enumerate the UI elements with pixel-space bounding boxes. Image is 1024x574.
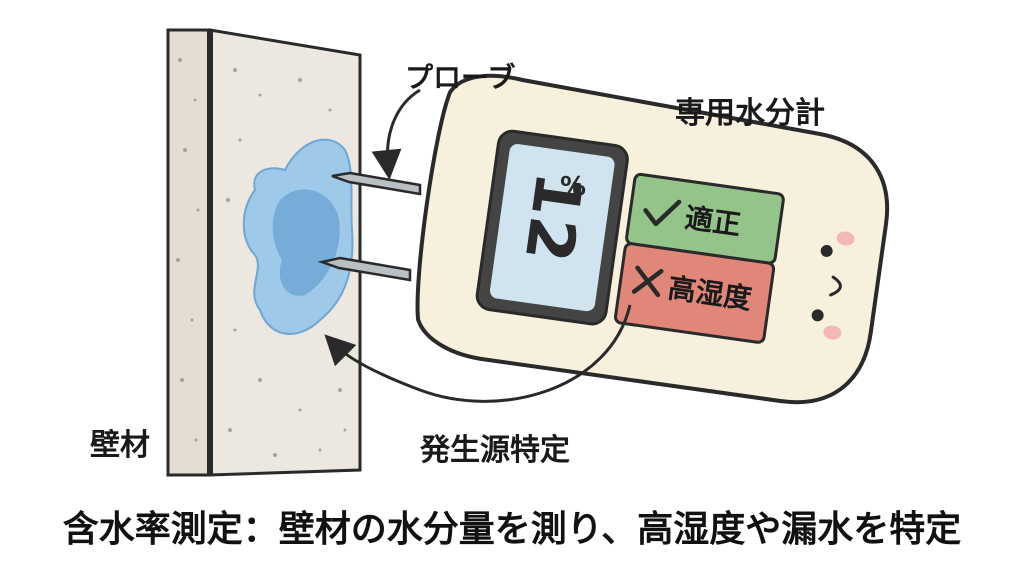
caption: 含水率測定：壁材の水分量を測り、高湿度や漏水を特定: [62, 509, 962, 550]
source-arrow: [324, 304, 632, 403]
wall-label: 壁材: [90, 428, 150, 463]
status-ok-label: 適正: [682, 201, 743, 242]
meter-label: 専用水分計: [675, 96, 825, 131]
check-icon: [643, 199, 682, 227]
high-panel: [613, 242, 776, 344]
probes: [317, 171, 422, 282]
device-face: [811, 231, 855, 340]
moisture-meter-device: [415, 73, 890, 405]
water-stain: [242, 138, 354, 335]
wall-texture: [176, 58, 352, 457]
probe-label: プローブ: [405, 61, 516, 94]
source-label: 発生源特定: [420, 433, 570, 468]
lcd-unit: %: [560, 172, 587, 202]
probe-arrow: [371, 88, 421, 180]
lcd-screen: [489, 143, 615, 312]
cross-icon: [631, 265, 664, 298]
